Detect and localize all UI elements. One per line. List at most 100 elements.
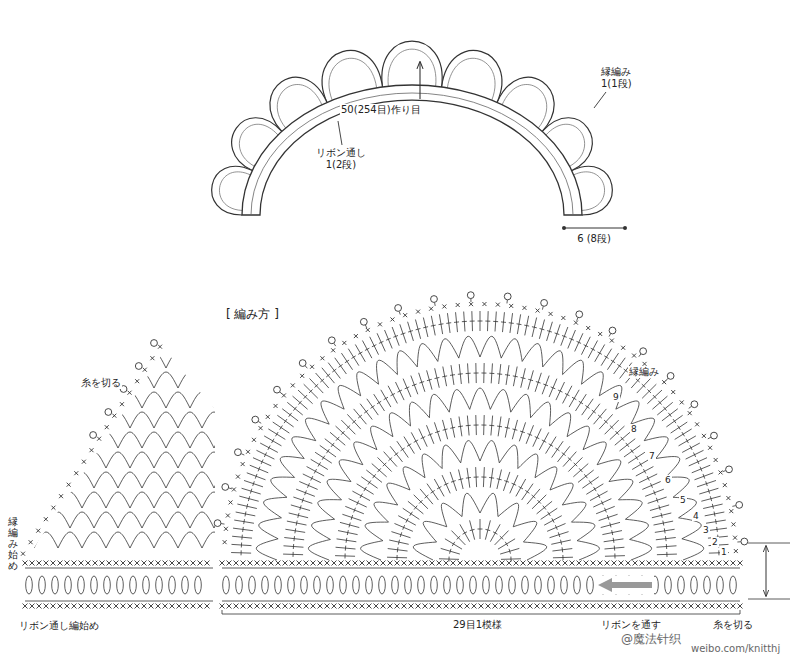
sc-stitch — [241, 462, 245, 466]
dc-stitch — [535, 373, 541, 392]
sc-stitch — [184, 561, 189, 566]
sc-stitch — [469, 302, 473, 306]
sc-stitch — [224, 527, 228, 531]
sc-stitch — [429, 307, 433, 311]
dc-stitch — [481, 467, 486, 487]
dc-stitch — [512, 420, 517, 439]
sc-stitch — [493, 604, 498, 609]
sc-stitch — [170, 604, 175, 609]
dc-stitch — [648, 497, 667, 503]
dc-stitch — [505, 418, 510, 438]
chain-oval — [483, 576, 490, 594]
sc-stitch — [729, 509, 733, 513]
chain-arch — [118, 392, 142, 408]
chain-oval — [130, 576, 137, 594]
sc-stitch — [332, 604, 337, 609]
chain-arch — [618, 500, 642, 520]
chain-arch — [46, 392, 70, 408]
dc-stitch — [498, 539, 515, 549]
sc-stitch — [696, 604, 701, 609]
dc-stitch — [337, 538, 357, 543]
chain-arch — [422, 454, 442, 478]
dc-stitch — [415, 320, 420, 339]
picot — [467, 292, 474, 299]
picot — [711, 432, 718, 439]
dc-stitch — [232, 535, 252, 540]
dc-stitch — [675, 429, 692, 440]
sc-stitch — [626, 604, 631, 609]
chain-oval — [678, 576, 685, 594]
chain-oval — [665, 576, 672, 594]
sc-stitch — [143, 368, 147, 372]
chain-arch — [178, 372, 202, 388]
row-number: 9 — [612, 392, 620, 402]
dc-stitch — [522, 484, 533, 500]
dc-stitch — [273, 422, 290, 433]
dc-stitch — [287, 402, 302, 415]
chain-arch — [397, 351, 417, 375]
dc-stitch — [450, 418, 455, 438]
sc-stitch — [248, 604, 253, 609]
dc-stitch — [541, 508, 558, 519]
sc-stitch — [44, 604, 49, 609]
chain-arch — [264, 497, 287, 518]
sc-stitch — [633, 604, 638, 609]
chain-oval — [496, 576, 503, 594]
dc-stitch — [419, 373, 425, 392]
sc-stitch — [675, 604, 680, 609]
chain-oval — [574, 576, 581, 594]
chain-arch — [58, 412, 82, 428]
chain-arch — [371, 426, 393, 450]
sc-stitch — [163, 561, 168, 566]
picot-stem — [221, 523, 224, 524]
dc-stitch — [552, 547, 572, 552]
sc-stitch — [100, 561, 105, 566]
dc-stitch — [605, 553, 625, 558]
dc-stitch — [260, 443, 278, 452]
sc-stitch — [708, 446, 712, 450]
sc-stitch — [223, 540, 227, 544]
sc-stitch — [535, 604, 540, 609]
chain-oval — [143, 576, 150, 594]
chain-arch — [130, 372, 154, 388]
chain-arch — [305, 418, 329, 441]
sc-stitch — [318, 561, 323, 566]
chain-arch — [34, 372, 58, 388]
picot — [328, 337, 335, 344]
row-number: 7 — [648, 451, 656, 461]
sc-stitch — [496, 303, 500, 307]
chain-arch — [631, 418, 655, 441]
sc-stitch — [156, 561, 161, 566]
sc-stitch — [86, 604, 91, 609]
dc-stitch — [595, 344, 605, 361]
chain-arch — [10, 492, 34, 508]
sc-stitch — [354, 334, 358, 338]
dc-stitch — [315, 452, 332, 463]
chain-arch — [142, 352, 166, 368]
sc-stitch — [654, 604, 659, 609]
dc-stitch — [391, 532, 410, 538]
picot — [360, 318, 367, 325]
dc-stitch — [650, 505, 669, 511]
sc-stitch — [339, 604, 344, 609]
dc-stitch — [408, 501, 424, 514]
label-slot: 1 — [720, 547, 728, 557]
dc-stitch — [614, 358, 626, 374]
sc-stitch — [282, 393, 286, 397]
picot — [541, 299, 548, 306]
dc-stitch — [539, 432, 548, 450]
sc-stitch — [304, 604, 309, 609]
chain-oval — [353, 576, 360, 594]
sc-stitch — [346, 561, 351, 566]
chain-oval — [195, 576, 202, 594]
sc-stitch — [444, 561, 449, 566]
dc-stitch — [293, 497, 312, 503]
chain-oval — [288, 576, 295, 594]
chain-arch — [166, 472, 190, 488]
edging-label: 縁編み 1(1段) — [600, 66, 642, 89]
sc-stitch — [112, 414, 116, 418]
chain-arch — [214, 352, 238, 368]
dc-stitch — [242, 488, 261, 494]
sc-stitch — [227, 561, 232, 566]
chain-oval — [223, 576, 230, 594]
